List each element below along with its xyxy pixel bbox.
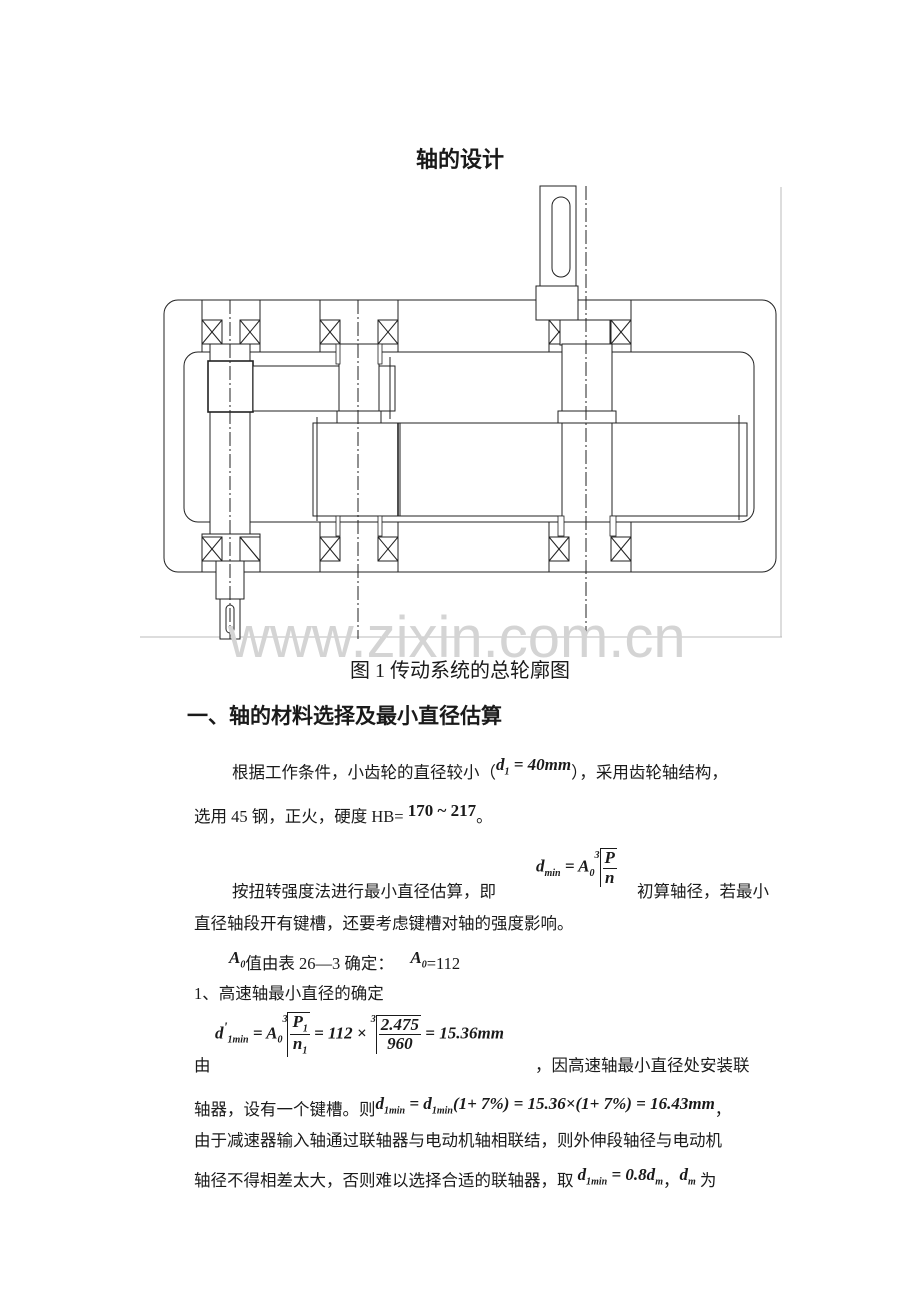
para6-line1: 由于减速器输入轴通过联轴器与电动机轴相联结，则外伸段轴径与电动机: [194, 1131, 722, 1150]
subsection-heading: 1、高速轴最小直径的确定: [194, 984, 384, 1003]
para3: A0值由表 26—3 确定： A0=112: [229, 948, 461, 973]
para1-line2: 选用 45 钢，正火，硬度 HB= 170 ~ 217。: [194, 801, 493, 826]
formula-d1: d1 = 40mm: [496, 755, 572, 778]
housing-inner: [183, 351, 755, 523]
para2-line1: 按扭转强度法进行最小直径估算，即: [232, 882, 496, 901]
para4-text: ，因高速轴最小直径处安装联: [535, 1056, 750, 1075]
para5: 轴器，设有一个键槽。则d1min = d1min(1+ 7%) = 15.36×…: [194, 1094, 732, 1119]
para4-prefix: 由: [194, 1056, 211, 1075]
formula-d1min: d1min = d1min(1+ 7%) = 15.36×(1+ 7%) = 1…: [375, 1094, 715, 1117]
para6-line2: 轴径不得相差太大，否则难以选择合适的联轴器，取 d1min = 0.8dm，dm…: [194, 1165, 717, 1190]
para2-line2: 直径轴段开有键槽，还要考虑键槽对轴的强度影响。: [194, 914, 574, 933]
gearbox-outline-drawing: [140, 185, 782, 640]
housing-outer: [163, 299, 777, 573]
formula-d1min-08dm: d1min = 0.8dm: [577, 1165, 663, 1188]
para1-line1: 根据工作条件，小齿轮的直径较小（d1 = 40mm），采用齿轮轴结构，: [232, 755, 728, 782]
figure-caption: 图 1 传动系统的总轮廓图: [350, 660, 570, 682]
watermark: www.zixin.com.cn: [228, 605, 686, 670]
document-title: 轴的设计: [415, 148, 504, 173]
hardness-range: 170 ~ 217: [407, 801, 477, 820]
para2-line1-end: 初算轴径，若最小: [637, 882, 769, 901]
section-heading: 一、轴的材料选择及最小直径估算: [187, 704, 502, 728]
intermediate-shaft: [252, 299, 401, 639]
output-shaft: [399, 185, 748, 639]
input-shaft: [201, 299, 261, 640]
